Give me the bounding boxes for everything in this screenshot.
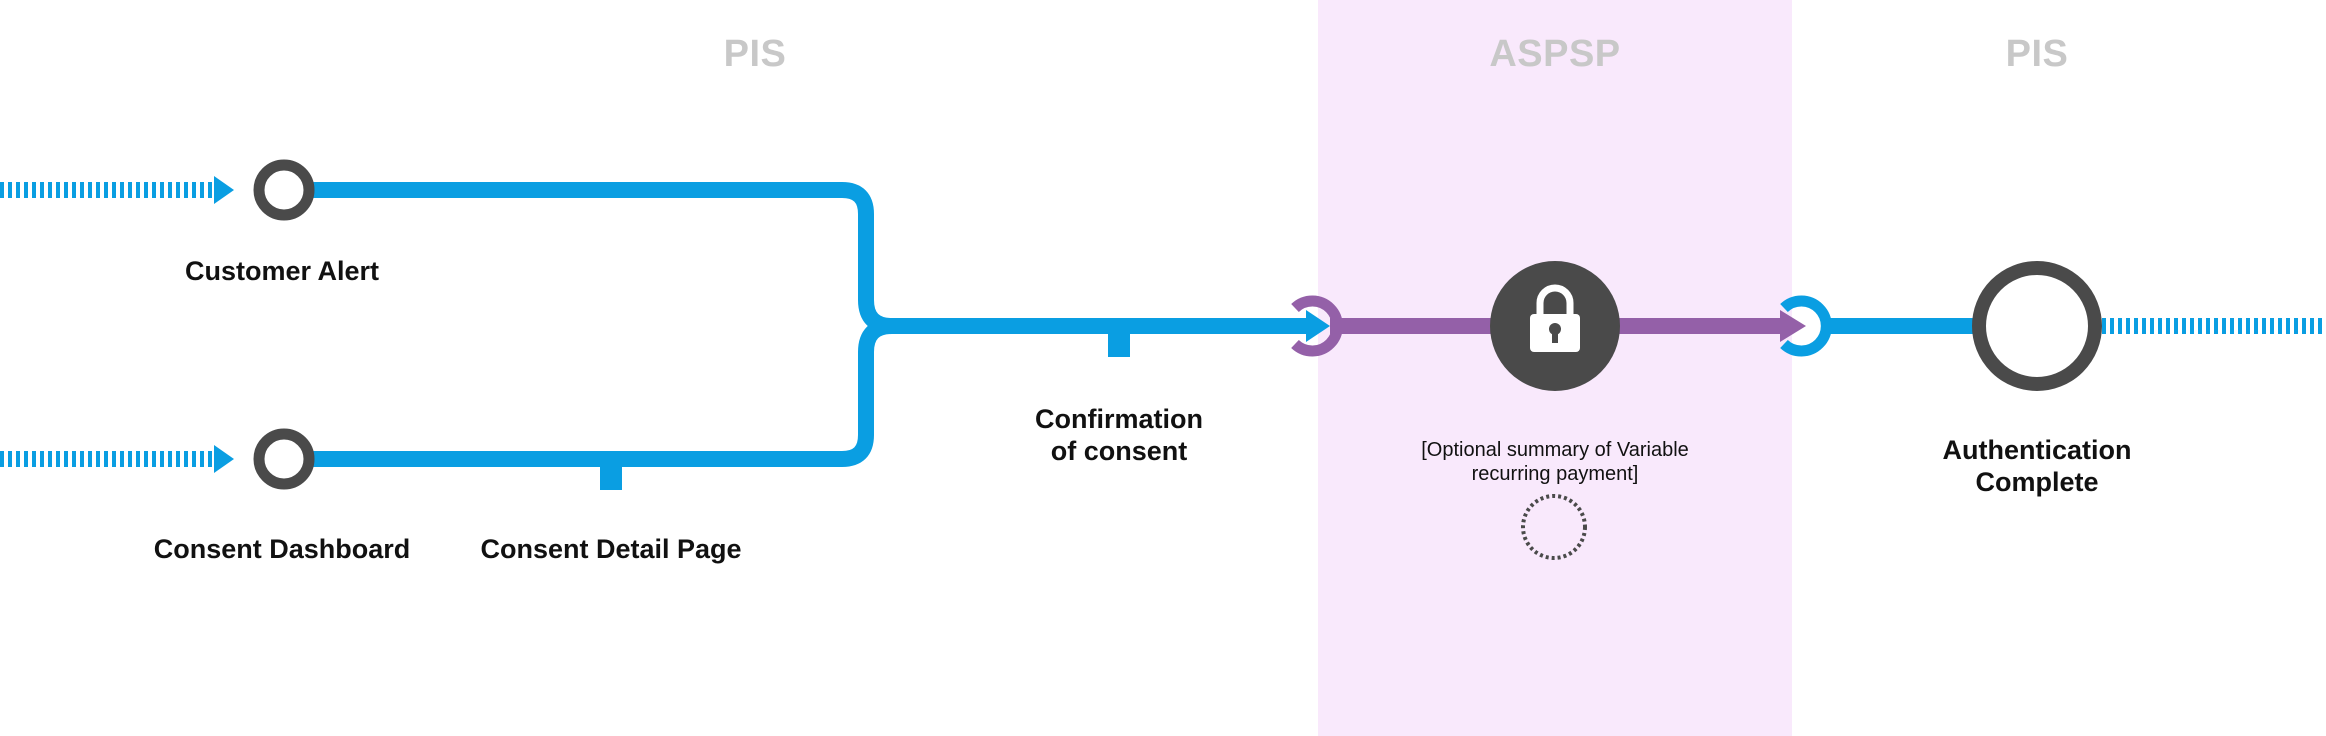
consent-dashboard-node [253, 428, 315, 490]
confirmation-tick [1108, 326, 1130, 357]
authentication-complete-line-2: Complete [1975, 467, 2099, 497]
confirmation-line-2: of consent [1050, 436, 1188, 466]
consent-detail-tick [600, 459, 622, 490]
consent-detail-page-label: Consent Detail Page [480, 534, 742, 564]
arrow-into-aspsp [1306, 310, 1330, 342]
customer-alert-node [253, 159, 315, 221]
zone-title-pis-left: PIS [723, 33, 787, 75]
consent-dashboard-label: Consent Dashboard [153, 534, 411, 564]
authentication-complete-node [1972, 261, 2102, 391]
zone-title-aspsp: ASPSP [1489, 33, 1621, 75]
optional-summary-note: [Optional summary of Variable recurring … [1380, 438, 1730, 486]
customer-alert-label: Customer Alert [184, 256, 380, 286]
aspsp-entry-connector [1291, 295, 1343, 357]
arrow-out-of-aspsp [1780, 310, 1806, 342]
optional-summary-placeholder [1521, 494, 1587, 560]
authentication-complete-line-1: Authentication [1942, 435, 2132, 465]
optional-summary-line-1: [Optional summary of Variable [1421, 439, 1689, 461]
confirmation-of-consent-label: Confirmation of consent [979, 403, 1259, 467]
lock-icon [1490, 261, 1620, 391]
authentication-complete-label: Authentication Complete [1887, 434, 2187, 498]
incoming-arrow-bottom [0, 445, 234, 473]
confirmation-line-1: Confirmation [1035, 404, 1203, 434]
path-consent-dashboard [284, 318, 893, 467]
zone-title-pis-right: PIS [2005, 33, 2069, 75]
optional-summary-line-2: recurring payment] [1471, 463, 1639, 485]
incoming-arrow-top [0, 176, 234, 204]
